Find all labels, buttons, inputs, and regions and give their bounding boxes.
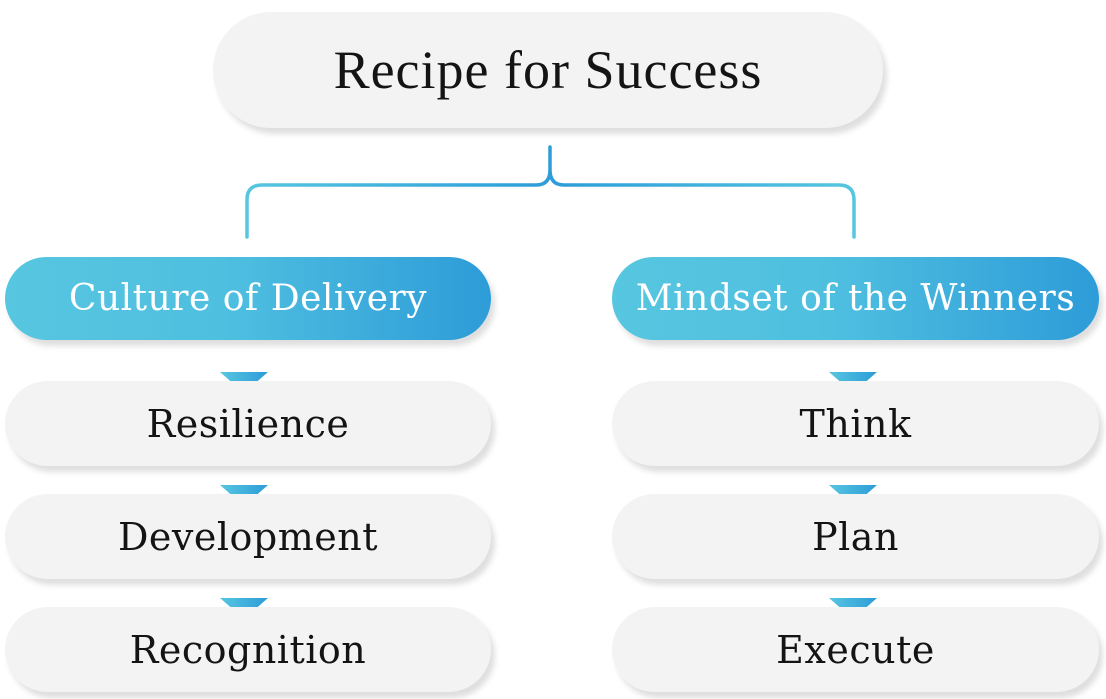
item-text: Resilience [146, 401, 350, 446]
item-node-execute: Execute [612, 607, 1099, 692]
item-text: Execute [776, 627, 935, 672]
brace-line [245, 145, 856, 239]
item-node-resilience: Resilience [5, 381, 491, 466]
item-text: Development [117, 514, 379, 559]
title-text: Recipe for Success [333, 40, 763, 100]
header-node-mindset-of-the-winners: Mindset of the Winners [612, 257, 1099, 340]
header-node-culture-of-delivery: Culture of Delivery [5, 257, 491, 340]
title-node: Recipe for Success [213, 12, 883, 128]
header-text: Mindset of the Winners [635, 278, 1076, 319]
item-node-recognition: Recognition [5, 607, 491, 692]
item-node-plan: Plan [612, 494, 1099, 579]
item-text: Recognition [129, 627, 367, 672]
header-text: Culture of Delivery [68, 278, 428, 319]
item-text: Plan [812, 514, 899, 559]
item-text: Think [799, 401, 912, 446]
item-node-think: Think [612, 381, 1099, 466]
item-node-development: Development [5, 494, 491, 579]
